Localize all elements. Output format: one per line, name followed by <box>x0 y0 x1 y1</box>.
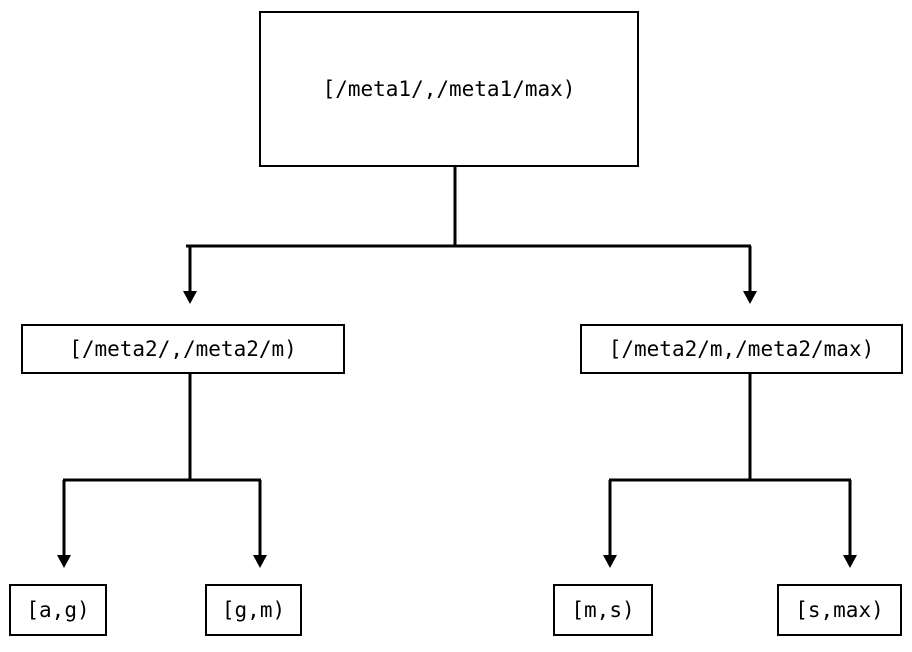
tree-node-leaf-m-s-label: [m,s) <box>571 597 635 622</box>
arrowhead-to-leaf-a-g <box>57 555 71 568</box>
tree-node-meta2-high[interactable]: [/meta2/m,/meta2/max) <box>580 324 903 374</box>
tree-node-leaf-a-g[interactable]: [a,g) <box>9 584 107 636</box>
edge-meta2low-to-leaves <box>62 374 262 556</box>
edge-meta2high-to-leaves <box>608 374 852 556</box>
tree-node-leaf-g-m-label: [g,m) <box>221 597 286 622</box>
tree-node-leaf-a-g-label: [a,g) <box>26 597 90 622</box>
edge-root-to-level1 <box>186 167 752 292</box>
tree-node-leaf-m-s[interactable]: [m,s) <box>553 584 653 636</box>
tree-node-leaf-g-m[interactable]: [g,m) <box>205 584 302 636</box>
arrowhead-to-leaf-m-s <box>603 555 617 568</box>
arrowhead-to-meta2-low <box>183 291 197 304</box>
tree-node-root[interactable]: [/meta1/,/meta1/max) <box>259 11 639 167</box>
tree-node-meta2-low-label: [/meta2/,/meta2/m) <box>69 336 297 361</box>
tree-node-meta2-low[interactable]: [/meta2/,/meta2/m) <box>21 324 345 374</box>
arrowhead-to-leaf-s-max <box>843 555 857 568</box>
tree-node-root-label: [/meta1/,/meta1/max) <box>322 76 576 101</box>
tree-node-meta2-high-label: [/meta2/m,/meta2/max) <box>608 336 875 361</box>
tree-node-leaf-s-max-label: [s,max) <box>795 597 884 622</box>
arrowhead-to-meta2-high <box>743 291 757 304</box>
arrowhead-to-leaf-g-m <box>253 555 267 568</box>
tree-node-leaf-s-max[interactable]: [s,max) <box>777 584 902 636</box>
